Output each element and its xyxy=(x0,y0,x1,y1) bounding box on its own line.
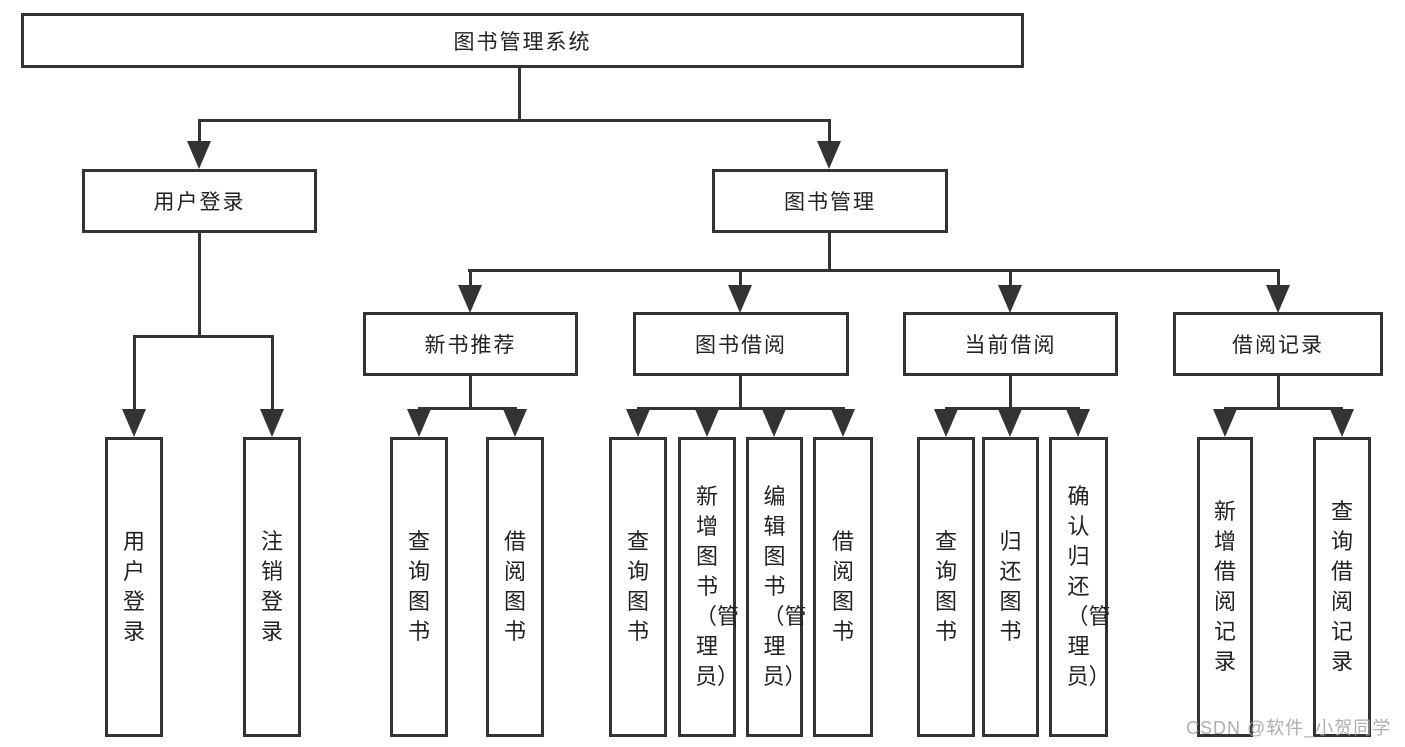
arrow-down-icon xyxy=(407,409,431,437)
connector-user-login-bus xyxy=(133,335,274,338)
node-borrow-records-label: 借阅记录 xyxy=(1232,334,1324,357)
leaf-user-login-label: 用户登录 xyxy=(122,529,145,644)
connector-level3-stem-2 xyxy=(739,269,742,287)
arrow-down-icon xyxy=(187,141,211,169)
leaf-borrow-books: 借阅图书 xyxy=(813,437,873,737)
arrow-down-icon xyxy=(1330,409,1354,437)
node-borrow-records: 借阅记录 xyxy=(1173,312,1383,376)
arrow-down-icon xyxy=(817,141,841,169)
arrow-down-icon xyxy=(831,409,855,437)
connector-root-stub xyxy=(518,67,521,121)
leaf-add-books-admin: 新增图书（管理员） xyxy=(678,437,740,737)
node-user-login: 用户登录 xyxy=(82,169,317,233)
connector-level3-bus xyxy=(468,269,1280,272)
node-current-borrow: 当前借阅 xyxy=(903,312,1118,376)
arrow-down-icon xyxy=(762,409,786,437)
connector-current-borrow-bus xyxy=(945,407,1080,410)
connector-level3-stem-1 xyxy=(469,269,472,287)
leaf-query-books-borrow-label: 查询图书 xyxy=(626,529,649,644)
arrow-down-icon xyxy=(998,285,1022,313)
arrow-down-icon xyxy=(934,409,958,437)
leaf-edit-books-admin: 编辑图书（管理员） xyxy=(746,437,807,737)
leaf-borrow-books-recommend: 借阅图书 xyxy=(486,437,544,737)
connector-level2-stem-left xyxy=(198,119,201,145)
arrow-down-icon xyxy=(1213,409,1237,437)
node-book-borrow: 图书借阅 xyxy=(633,312,849,376)
connector-level3-stem-4 xyxy=(1277,269,1280,287)
connector-level2-bus xyxy=(198,119,831,122)
arrow-down-icon xyxy=(503,409,527,437)
leaf-add-borrow-record-label: 新增借阅记录 xyxy=(1213,499,1236,674)
leaf-return-books: 归还图书 xyxy=(982,437,1039,737)
node-user-login-label: 用户登录 xyxy=(153,191,246,214)
arrow-down-icon xyxy=(1066,409,1090,437)
leaf-logout: 注销登录 xyxy=(243,437,301,737)
leaf-query-borrow-record: 查询借阅记录 xyxy=(1313,437,1371,737)
arrow-down-icon xyxy=(1266,285,1290,313)
csdn-watermark: CSDN @软件_小贺同学 xyxy=(1186,718,1392,738)
leaf-return-books-label: 归还图书 xyxy=(999,529,1022,644)
connector-new-books-stub xyxy=(469,375,472,409)
arrow-down-icon xyxy=(728,285,752,313)
arrow-down-icon xyxy=(458,285,482,313)
node-book-management-label: 图书管理 xyxy=(784,191,876,214)
node-new-book-recommend: 新书推荐 xyxy=(363,312,578,376)
node-new-book-recommend-label: 新书推荐 xyxy=(424,334,517,357)
connector-book-borrow-stub xyxy=(739,375,742,409)
leaf-query-books-recommend: 查询图书 xyxy=(390,437,448,737)
node-book-borrow-label: 图书借阅 xyxy=(695,334,787,357)
leaf-query-books-recommend-label: 查询图书 xyxy=(407,529,430,644)
connector-user-login-stem-left xyxy=(133,335,136,411)
connector-book-mgmt-stub xyxy=(828,231,831,272)
connector-borrow-records-stub xyxy=(1277,375,1280,409)
connector-new-books-bus xyxy=(418,407,517,410)
connector-level2-stem-right xyxy=(828,119,831,145)
connector-current-borrow-stub xyxy=(1009,375,1012,409)
leaf-query-books-current-label: 查询图书 xyxy=(934,529,957,644)
leaf-query-borrow-record-label: 查询借阅记录 xyxy=(1330,499,1353,674)
leaf-edit-books-admin-label: 编辑图书（管理员） xyxy=(762,484,807,689)
leaf-query-books-borrow: 查询图书 xyxy=(609,437,667,737)
arrow-down-icon xyxy=(260,409,284,437)
arrow-down-icon xyxy=(626,409,650,437)
node-book-management: 图书管理 xyxy=(712,169,948,233)
node-current-borrow-label: 当前借阅 xyxy=(964,334,1057,357)
connector-book-borrow-bus xyxy=(637,407,845,410)
connector-borrow-records-bus xyxy=(1224,407,1343,410)
leaf-confirm-return-admin: 确认归还（管理员） xyxy=(1049,437,1111,737)
connector-level3-stem-3 xyxy=(1009,269,1012,287)
leaf-user-login: 用户登录 xyxy=(105,437,163,737)
arrow-down-icon xyxy=(122,409,146,437)
leaf-borrow-books-recommend-label: 借阅图书 xyxy=(503,529,526,644)
leaf-add-books-admin-label: 新增图书（管理员） xyxy=(695,484,740,689)
connector-user-login-stub xyxy=(198,231,201,338)
leaf-query-books-current: 查询图书 xyxy=(917,437,975,737)
node-root: 图书管理系统 xyxy=(21,13,1024,68)
node-root-label: 图书管理系统 xyxy=(453,30,592,54)
connector-user-login-stem-right xyxy=(271,335,274,411)
leaf-logout-label: 注销登录 xyxy=(260,529,283,644)
leaf-borrow-books-label: 借阅图书 xyxy=(831,529,854,644)
leaf-add-borrow-record: 新增借阅记录 xyxy=(1197,437,1253,737)
leaf-confirm-return-admin-label: 确认归还（管理员） xyxy=(1066,484,1111,689)
arrow-down-icon xyxy=(998,409,1022,437)
arrow-down-icon xyxy=(695,409,719,437)
